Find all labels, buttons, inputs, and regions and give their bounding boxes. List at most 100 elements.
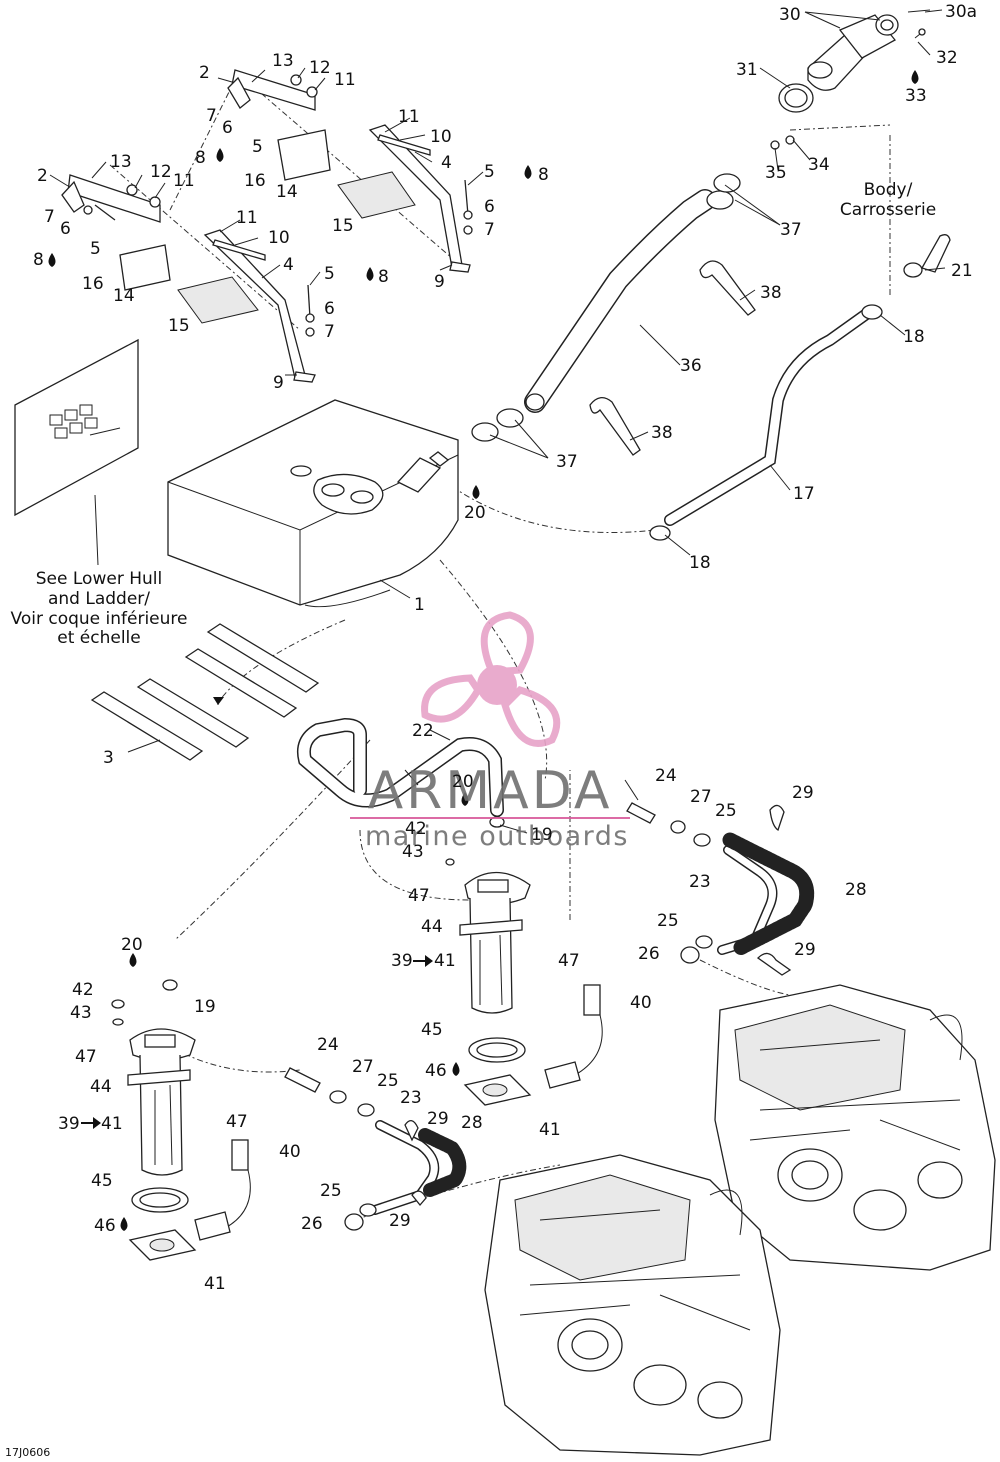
callout-5-rear-a: 5 [252, 137, 263, 157]
callout-44-left: 44 [90, 1077, 112, 1097]
callout-8-front-b: 8 [378, 267, 389, 287]
callout-46-left: 46 [94, 1216, 116, 1236]
callout-41-left-b: 41 [204, 1274, 226, 1294]
callout-7-front-b: 7 [324, 322, 335, 342]
callout-10-rear: 10 [430, 127, 452, 147]
callout-45-right: 45 [421, 1020, 443, 1040]
lubricant-drop-icon [129, 953, 137, 967]
clamps [471, 173, 951, 541]
callout-16-rear: 16 [244, 171, 266, 191]
callout-47-right-a: 47 [408, 886, 430, 906]
callout-17: 17 [793, 484, 815, 504]
callout-9-rear: 9 [434, 272, 445, 292]
fuel-pump-assembly-left [111, 979, 251, 1261]
callout-19-right: 19 [531, 825, 553, 845]
callout-29-left-b: 29 [389, 1211, 411, 1231]
callout-40-left: 40 [279, 1142, 301, 1162]
callout-7-rear: 7 [206, 106, 217, 126]
callout-25-right-b: 25 [657, 911, 679, 931]
callout-32: 32 [936, 48, 958, 68]
callout-24-left: 24 [317, 1035, 339, 1055]
callout-37-top: 37 [780, 220, 802, 240]
callout-26-left: 26 [301, 1214, 323, 1234]
callout-12-rear: 12 [309, 58, 331, 78]
callout-45-left: 45 [91, 1171, 113, 1191]
vent-hose-17 [664, 309, 871, 526]
callout-41-right-a: 41 [434, 951, 456, 971]
callout-22: 22 [412, 721, 434, 741]
callout-11-rear-a: 11 [334, 70, 356, 90]
fuel-tank [167, 399, 459, 608]
callout-4-rear: 4 [441, 153, 452, 173]
engine-left [484, 1154, 781, 1456]
callout-25-left-b: 25 [320, 1181, 342, 1201]
callout-25-left-a: 25 [377, 1071, 399, 1091]
callout-23-right: 23 [689, 872, 711, 892]
callout-12-front: 12 [150, 162, 172, 182]
fuel-tank-strap-assembly-front [61, 174, 316, 383]
filler-hose-36 [524, 189, 716, 413]
lubricant-drop-icon [120, 1217, 128, 1231]
right-arrow-icon [81, 1117, 101, 1129]
lubricant-drop-icon [461, 792, 469, 806]
callout-47-left-b: 47 [226, 1112, 248, 1132]
callout-29-right-b: 29 [794, 940, 816, 960]
callout-31: 31 [736, 60, 758, 80]
callout-20-mid: 20 [452, 772, 474, 792]
callout-18-top: 18 [903, 327, 925, 347]
lubricant-drop-icon [452, 1062, 460, 1076]
callout-8-rear-b: 8 [538, 165, 549, 185]
callout-14-front: 14 [113, 286, 135, 306]
callout-7-rear-b: 7 [484, 220, 495, 240]
callout-4-front: 4 [283, 255, 294, 275]
callout-37-mid: 37 [556, 452, 578, 472]
body-note: Body/ [864, 180, 913, 200]
callout-5-rear-b: 5 [484, 162, 495, 182]
callout-47-right-b: 47 [558, 951, 580, 971]
watermark-brand-text: ARMADA [368, 761, 613, 821]
tank-support-pads [90, 623, 320, 761]
callout-39-left: 39 [58, 1114, 80, 1134]
callout-36: 36 [680, 356, 702, 376]
callout-15-front: 15 [168, 316, 190, 336]
right-arrow-icon [413, 955, 433, 967]
callout-35: 35 [765, 163, 787, 183]
fuel-pump-assembly-right [445, 816, 603, 1106]
image-code: 17J0606 [5, 1446, 50, 1459]
callout-5-front-b: 5 [324, 264, 335, 284]
lubricant-drop-icon [366, 267, 374, 281]
notes: Body/ Carrosserie See Lower Hull and Lad… [5, 180, 936, 1459]
callout-21: 21 [951, 261, 973, 281]
arrow-icons [81, 955, 433, 1129]
callout-33: 33 [905, 86, 927, 106]
callout-10-front: 10 [268, 228, 290, 248]
lubricant-drop-icon [472, 485, 480, 499]
filler-neck-assembly [770, 9, 931, 150]
callout-3: 3 [103, 748, 114, 768]
callout-23-left: 23 [400, 1088, 422, 1108]
callout-40-right: 40 [630, 993, 652, 1013]
callout-34: 34 [808, 155, 830, 175]
lower-hull-note-line-1: See Lower Hull [36, 569, 162, 589]
callout-19-left: 19 [194, 997, 216, 1017]
callout-8-front-a: 8 [33, 250, 44, 270]
callout-9-front: 9 [273, 373, 284, 393]
fuel-line-fittings-right [626, 802, 815, 976]
lower-hull-note-line-4: et échelle [57, 628, 140, 648]
callout-38-mid: 38 [651, 423, 673, 443]
callout-42-right: 42 [405, 819, 427, 839]
callout-41-left-a: 41 [101, 1114, 123, 1134]
callout-44-right: 44 [421, 917, 443, 937]
callout-38-top: 38 [760, 283, 782, 303]
callout-43-right: 43 [402, 842, 424, 862]
lubricant-drop-icon [524, 165, 532, 179]
callout-1: 1 [414, 595, 425, 615]
lower-hull-note-line-3: Voir coque inférieure [11, 609, 188, 629]
watermark-tagline-text: marine outboards [365, 821, 629, 852]
callout-20-top: 20 [464, 503, 486, 523]
callout-29-left-a: 29 [427, 1109, 449, 1129]
callout-7-front: 7 [44, 207, 55, 227]
lubricant-drop-icons [48, 70, 919, 1231]
callout-2-rear: 2 [199, 63, 210, 83]
